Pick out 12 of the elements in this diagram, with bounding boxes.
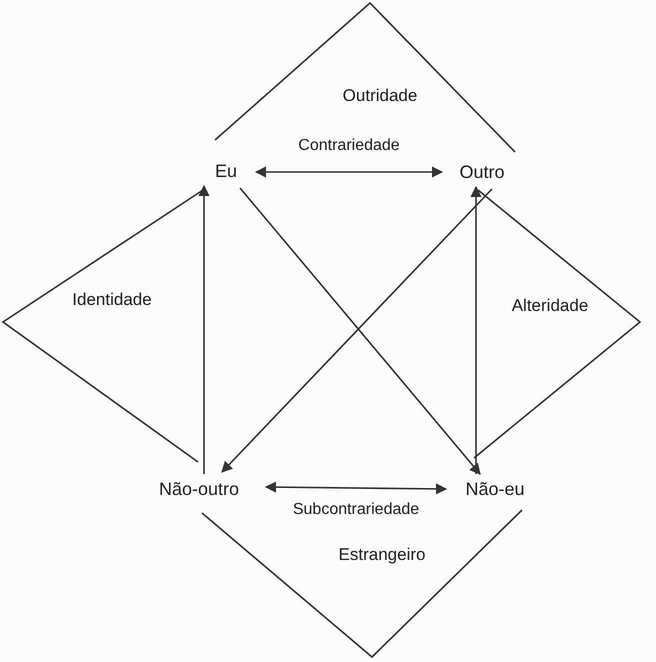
arrow [470, 186, 482, 474]
region-label: Identidade [72, 290, 152, 310]
region-label: Outridade [342, 86, 418, 106]
region-label: Alteridade [512, 296, 588, 316]
concept-label: Não-outro [136, 476, 262, 502]
concept-label: Outro [446, 159, 518, 185]
arrow [264, 482, 448, 494]
arrow [254, 166, 444, 178]
concept-label: Não-eu [450, 476, 540, 502]
arrow [198, 184, 210, 474]
region-label: Estrangeiro [338, 545, 426, 565]
concept-label: Eu [200, 158, 252, 184]
